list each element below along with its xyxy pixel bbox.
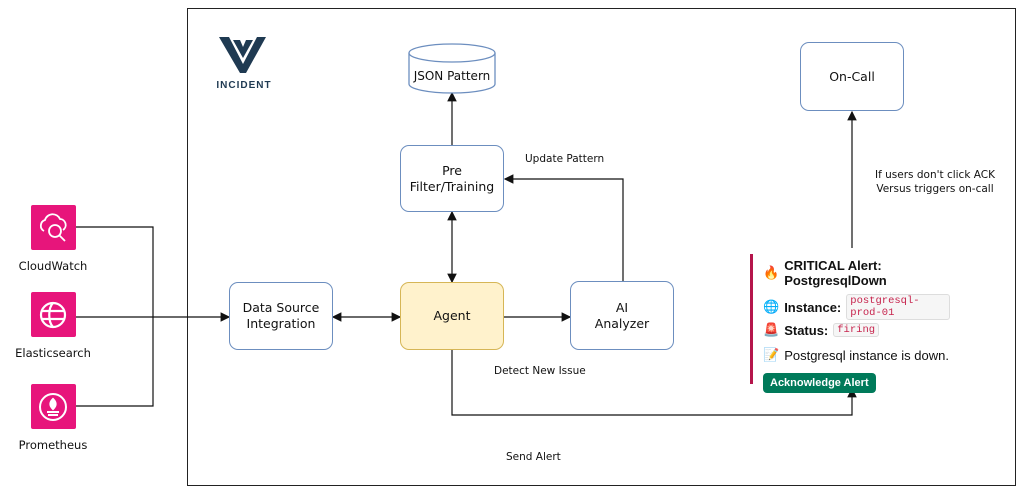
json-pattern-label: JSON Pattern (413, 69, 491, 83)
detect-new-issue-label: Detect New Issue (494, 365, 586, 377)
alert-message-row: 📝 Postgresql instance is down. (763, 347, 950, 363)
memo-icon: 📝 (763, 347, 780, 362)
fire-icon: 🔥 (763, 265, 780, 280)
edge-prometheus (76, 317, 154, 407)
source-cloudwatch: CloudWatch (8, 205, 98, 273)
instance-value: postgresql-prod-01 (846, 294, 950, 320)
alert-message: Postgresql instance is down. (784, 347, 949, 363)
status-label: Status: (784, 322, 829, 338)
agent-node: Agent (400, 282, 504, 350)
source-label: CloudWatch (18, 259, 88, 273)
alert-title: CRITICAL Alert: PostgresqlDown (784, 258, 887, 288)
incident-frame (187, 8, 1016, 486)
send-alert-label: Send Alert (506, 451, 561, 463)
alert-instance-row: 🌐 Instance: postgresql-prod-01 (763, 294, 950, 320)
source-label: Prometheus (18, 438, 88, 452)
status-value: firing (833, 323, 880, 337)
acknowledge-alert-button[interactable]: Acknowledge Alert (763, 373, 876, 393)
oncall-note-label: If users don't click ACK Versus triggers… (875, 169, 995, 195)
globe-icon: 🌐 (763, 299, 780, 314)
cloudwatch-icon (30, 205, 76, 250)
source-elasticsearch: Elasticsearch (8, 292, 98, 360)
incident-logo-mark (219, 37, 266, 73)
source-label: Elasticsearch (15, 346, 91, 360)
instance-label: Instance: (784, 299, 842, 315)
elasticsearch-icon (30, 292, 76, 337)
json-pattern-cylinder (408, 43, 496, 94)
datasource-node: Data Source Integration (229, 282, 333, 350)
logo-text: INCIDENT (216, 80, 272, 91)
edge-cloudwatch (76, 226, 154, 317)
alert-status-row: 🚨 Status: firing (763, 322, 950, 338)
edge-send-alert (451, 350, 857, 416)
ai-analyzer-node: AI Analyzer (570, 281, 674, 350)
prefilter-node: Pre Filter/Training (400, 145, 504, 212)
source-prometheus: Prometheus (8, 384, 98, 452)
prometheus-icon (30, 384, 76, 429)
alert-card: 🔥 CRITICAL Alert: PostgresqlDown 🌐 Insta… (750, 254, 950, 393)
update-pattern-label: Update Pattern (525, 153, 605, 165)
siren-icon: 🚨 (763, 322, 780, 337)
oncall-node: On-Call (800, 42, 904, 111)
alert-title-row: 🔥 CRITICAL Alert: PostgresqlDown (763, 258, 950, 288)
edge-update-pattern (503, 174, 624, 281)
